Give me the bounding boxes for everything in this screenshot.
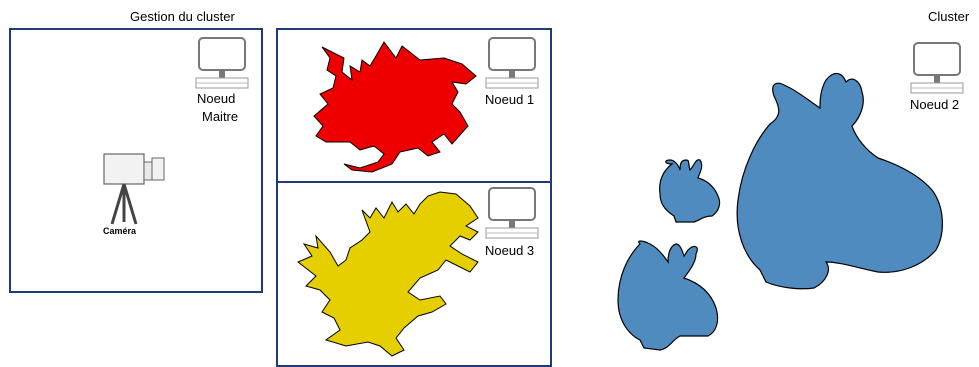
node2-label: Noeud 2: [910, 98, 959, 112]
computer-icon-master: [195, 37, 251, 89]
master-node-label-line2: Maitre: [202, 110, 238, 124]
computer-icon-node2: [910, 42, 966, 94]
small-bunny-bottom-shape: [618, 241, 718, 350]
node3-label: Noeud 3: [485, 244, 534, 258]
small-bunny-top-shape: [660, 160, 720, 222]
node1-label: Noeud 1: [485, 93, 534, 107]
yellow-dragon-shape: [298, 192, 478, 356]
camera-label: Caméra: [103, 226, 136, 236]
computer-icon-node3: [485, 187, 541, 239]
computer-icon-node1: [485, 37, 541, 89]
camera-icon: [96, 150, 168, 230]
red-dragon-shape: [314, 42, 476, 172]
master-node-label-line1: Noeud: [197, 92, 235, 106]
